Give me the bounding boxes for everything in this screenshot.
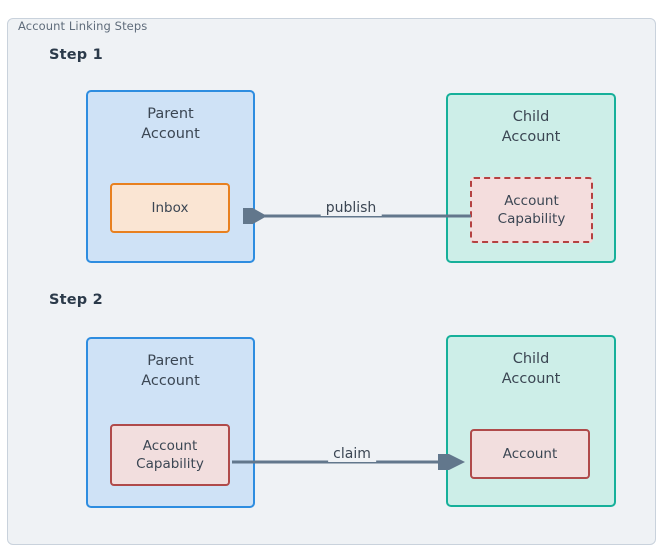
step-1-child-account-title: Child Account bbox=[501, 109, 561, 145]
publish-edge-label: publish bbox=[320, 200, 382, 216]
step-1-account-capability-box[interactable]: Account Capability bbox=[470, 177, 593, 243]
step-2-child-account-title: Child Account bbox=[501, 351, 561, 387]
step-1-parent-account-title: Parent Account bbox=[141, 106, 200, 142]
step-1-inbox-box[interactable]: Inbox bbox=[110, 183, 230, 233]
step-1-parent-account-box[interactable]: Parent Account bbox=[86, 90, 255, 263]
claim-edge-label: claim bbox=[328, 446, 376, 462]
step-2-account-box[interactable]: Account bbox=[470, 429, 590, 479]
step-2-child-account-box[interactable]: Child Account bbox=[446, 335, 616, 507]
step-1-label: Step 1 bbox=[49, 47, 103, 63]
publish-arrow-icon bbox=[243, 208, 471, 224]
step-2-label: Step 2 bbox=[49, 292, 103, 308]
step-2-parent-account-title: Parent Account bbox=[141, 353, 200, 389]
claim-arrow-icon bbox=[232, 454, 465, 470]
step-2-account-capability-box[interactable]: Account Capability bbox=[110, 424, 230, 486]
diagram-title: Account Linking Steps bbox=[18, 19, 148, 33]
